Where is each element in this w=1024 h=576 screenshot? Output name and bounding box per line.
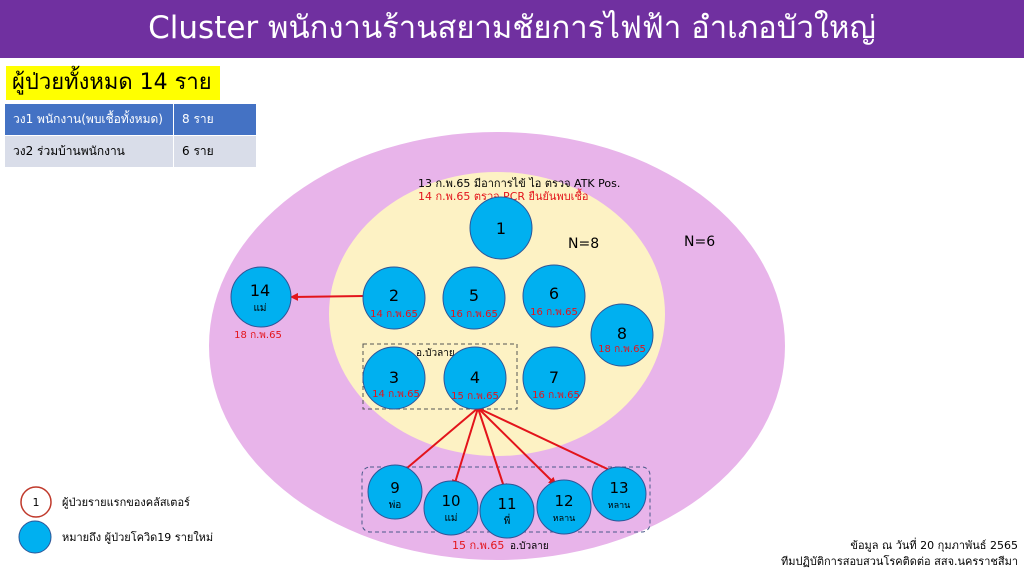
legend-index-symbol <box>20 486 52 518</box>
total-cases-label: ผู้ป่วยทั้งหมด 14 ราย <box>6 66 220 100</box>
case-node-7: 7 16 ก.พ.65 <box>522 346 586 410</box>
case-date: 16 ก.พ.65 <box>450 309 498 320</box>
case-number: 4 <box>470 368 480 387</box>
case-date: 18 ก.พ.65 <box>598 344 646 355</box>
title-bar <box>0 0 1024 58</box>
legend-index-text: ผู้ป่วยรายแรกของคลัสเตอร์ <box>62 496 190 509</box>
table-row: วง2 ร่วมบ้านพนักงาน 6 ราย <box>4 135 257 168</box>
page-title: Cluster พนักงานร้านสยามชัยการไฟฟ้า อำเภอ… <box>148 10 876 46</box>
case-circle <box>230 266 292 328</box>
case-circle <box>469 196 533 260</box>
case-role: หลาน <box>553 514 576 524</box>
case-role: พ่อ <box>389 500 402 511</box>
household-group-box <box>361 466 651 533</box>
subgroup-box-buala <box>362 343 518 410</box>
case-circle <box>362 346 426 410</box>
ring-2-count: 6 ราย <box>173 135 257 168</box>
case-number: 7 <box>549 368 559 387</box>
case-circle <box>479 483 535 539</box>
case-node-6: 6 16 ก.พ.65 <box>522 264 586 328</box>
case-circle <box>443 346 507 410</box>
case-number: 1 <box>496 219 506 238</box>
case-node-13: 13 หลาน <box>591 466 647 522</box>
case-node-11: 11 พี่ <box>479 483 535 539</box>
case-date: 14 ก.พ.65 <box>372 389 420 400</box>
case-date: 14 ก.พ.65 <box>370 309 418 320</box>
case-circle <box>367 464 423 520</box>
arrow-4-to-10 <box>451 407 479 488</box>
case-date: 16 ก.พ.65 <box>532 390 580 401</box>
case-number: 13 <box>609 479 628 497</box>
household-group-date: 15 ก.พ.65 <box>452 539 504 552</box>
case-number: 10 <box>441 492 460 510</box>
case-node-5: 5 16 ก.พ.65 <box>442 266 506 330</box>
case-node-2: 2 14 ก.พ.65 <box>362 266 426 330</box>
ring-1-label: วง1 พนักงาน(พบเชื้อทั้งหมด) <box>4 103 174 136</box>
case-node-14: 14 แม่ 18 ก.พ.65 <box>230 266 292 341</box>
case-circle <box>591 466 647 522</box>
case-node-8: 8 18 ก.พ.65 <box>590 303 654 367</box>
outer-ring-count: N=6 <box>684 234 715 250</box>
legend: 1 ผู้ป่วยรายแรกของคลัสเตอร์ หมายถึง ผู้ป… <box>18 486 213 554</box>
case-node-1: 1 <box>469 196 533 260</box>
case-node-10: 10 แม่ <box>423 480 479 536</box>
case-number: 12 <box>554 492 573 510</box>
subgroup-label: อ.บัวลาย <box>416 348 455 359</box>
case-role: หลาน <box>608 501 631 511</box>
case-circle <box>423 480 479 536</box>
case-number: 5 <box>469 286 479 305</box>
data-source-footer: ข้อมูล ณ วันที่ 20 กุมภาพันธ์ 2565 ทีมปฏ… <box>781 538 1018 570</box>
case-number: 14 <box>250 281 270 300</box>
arrow-4-to-13 <box>477 407 620 476</box>
ring-summary-table: วง1 พนักงาน(พบเชื้อทั้งหมด) 8 ราย วง2 ร่… <box>4 103 257 168</box>
data-date: ข้อมูล ณ วันที่ 20 กุมภาพันธ์ 2565 <box>850 539 1018 552</box>
case-date: 16 ก.พ.65 <box>530 307 578 318</box>
case-role: แม่ <box>253 303 266 314</box>
arrow-4-to-12 <box>477 407 557 486</box>
ring-1-count: 8 ราย <box>173 103 257 136</box>
legend-index-number: 1 <box>33 496 40 509</box>
case-circle <box>590 303 654 367</box>
case-circle <box>522 346 586 410</box>
arrow-4-to-11 <box>477 407 507 492</box>
case-number: 3 <box>389 368 399 387</box>
legend-new-case-text: หมายถึง ผู้ป่วยโควิด19 รายใหม่ <box>62 530 213 544</box>
case-circle <box>362 266 426 330</box>
case-number: 6 <box>549 284 559 303</box>
case-date: 18 ก.พ.65 <box>234 330 282 341</box>
index-case-note-atk: 13 ก.พ.65 มีอาการไข้ ไอ ตรวจ ATK Pos. <box>418 177 620 190</box>
case-number: 9 <box>390 479 400 497</box>
case-role: แม่ <box>444 513 457 524</box>
case-date: 15 ก.พ.65 <box>451 391 499 402</box>
data-team: ทีมปฏิบัติการสอบสวนโรคติดต่อ สสจ.นครราชส… <box>780 555 1018 568</box>
legend-new-case-symbol <box>18 520 52 554</box>
case-number: 8 <box>617 324 627 343</box>
table-row: วง1 พนักงาน(พบเชื้อทั้งหมด) 8 ราย <box>4 103 257 136</box>
case-role: พี่ <box>504 513 511 527</box>
case-number: 2 <box>389 286 399 305</box>
case-circle <box>442 266 506 330</box>
case-node-3: 3 14 ก.พ.65 <box>362 346 426 410</box>
case-circle <box>536 479 592 535</box>
ring-2-label: วง2 ร่วมบ้านพนักงาน <box>4 135 174 168</box>
case-node-4: 4 15 ก.พ.65 <box>443 346 507 410</box>
case-number: 11 <box>497 495 516 513</box>
arrow-2-to-14 <box>290 292 365 301</box>
case-circle <box>522 264 586 328</box>
case-node-12: 12 หลาน <box>536 479 592 535</box>
arrow-4-to-9 <box>398 407 479 476</box>
index-case-note-pcr: 14 ก.พ.65 ตรวจ PCR ยืนยันพบเชื้อ <box>418 188 589 203</box>
case-node-9: 9 พ่อ <box>367 464 423 520</box>
inner-ring-count: N=8 <box>568 236 599 252</box>
household-group-label: อ.บัวลาย <box>510 541 549 552</box>
